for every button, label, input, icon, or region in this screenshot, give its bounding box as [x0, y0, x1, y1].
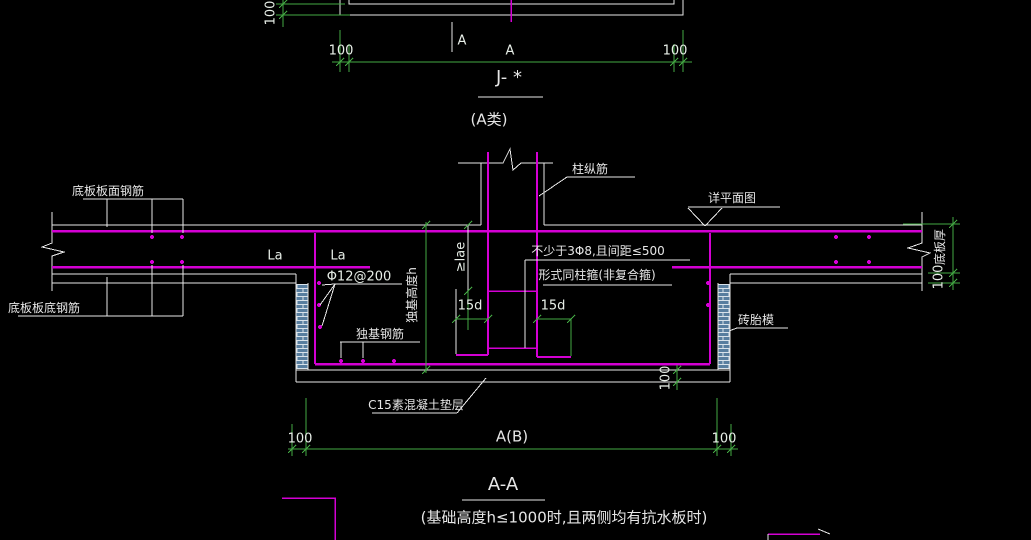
anchor-length-label: ≥lae — [453, 241, 469, 273]
section-condition-note: (基础高度h≤1000时,且两侧均有抗水板时) — [420, 508, 708, 527]
slab-outline — [40, 212, 932, 291]
brick-formwork-label: 砖胎模 — [737, 313, 775, 327]
brick-hatch-right — [718, 284, 730, 369]
label-leaders — [18, 176, 788, 414]
see-plan-label: 详平面图 — [707, 191, 757, 205]
section-cut-letter-1: A — [457, 33, 467, 49]
column-stirrups — [488, 290, 537, 349]
bottom-dim-right: 100 — [711, 431, 737, 447]
plan-edge-offset-dim: 100 — [263, 0, 279, 26]
footing-height-label: 独基高度h — [405, 267, 419, 323]
slab-thickness-label: 底板厚 — [933, 228, 947, 266]
la-dim-left: La — [267, 248, 283, 264]
stirrup-note-line2: 形式同柱箍(非复合箍) — [538, 268, 656, 282]
column-bars — [456, 152, 571, 358]
column-outline — [458, 147, 553, 225]
stirrup-note-line1: 不少于3Φ8,且间距≤500 — [531, 244, 665, 258]
cushion-label: C15素混凝土垫层 — [368, 398, 464, 412]
plan-dimensions — [276, 0, 692, 72]
brick-hatch-left — [296, 284, 308, 369]
footing-rebar-label: 独基钢筋 — [355, 327, 405, 341]
column-bar-label: 柱纵筋 — [571, 162, 609, 176]
plan-title: J- * — [496, 67, 522, 88]
pit-cushion-dim: 100 — [658, 365, 674, 391]
slab-bottom-rebar-label: 底板板底钢筋 — [7, 301, 81, 315]
partial-detail-bottom-left — [282, 497, 336, 540]
plan-width-dim-left: 100 — [328, 43, 354, 59]
hook-right-dim: 15d — [540, 298, 566, 314]
pit-outline — [295, 274, 731, 383]
slab-cushion-dim: 100 — [931, 264, 947, 290]
la-dim-right: La — [330, 248, 346, 264]
partial-detail-bottom-right — [767, 528, 831, 540]
pit-edge-bars — [314, 233, 711, 364]
slab-bar-spec: Φ12@200 — [326, 269, 392, 285]
plan-width-dim-right: 100 — [662, 43, 688, 59]
section-dimensions — [287, 217, 960, 456]
section-cut-letter-2: A — [505, 43, 515, 59]
hook-left-dim: 15d — [457, 298, 483, 314]
rebar-section-dots — [150, 235, 871, 363]
section-title: A-A — [487, 474, 519, 495]
plan-type-label: (A类) — [470, 110, 508, 129]
bottom-dim-width: A(B) — [495, 427, 529, 446]
bottom-dim-left: 100 — [287, 431, 313, 447]
slab-top-rebar-label: 底板板面钢筋 — [71, 184, 145, 198]
